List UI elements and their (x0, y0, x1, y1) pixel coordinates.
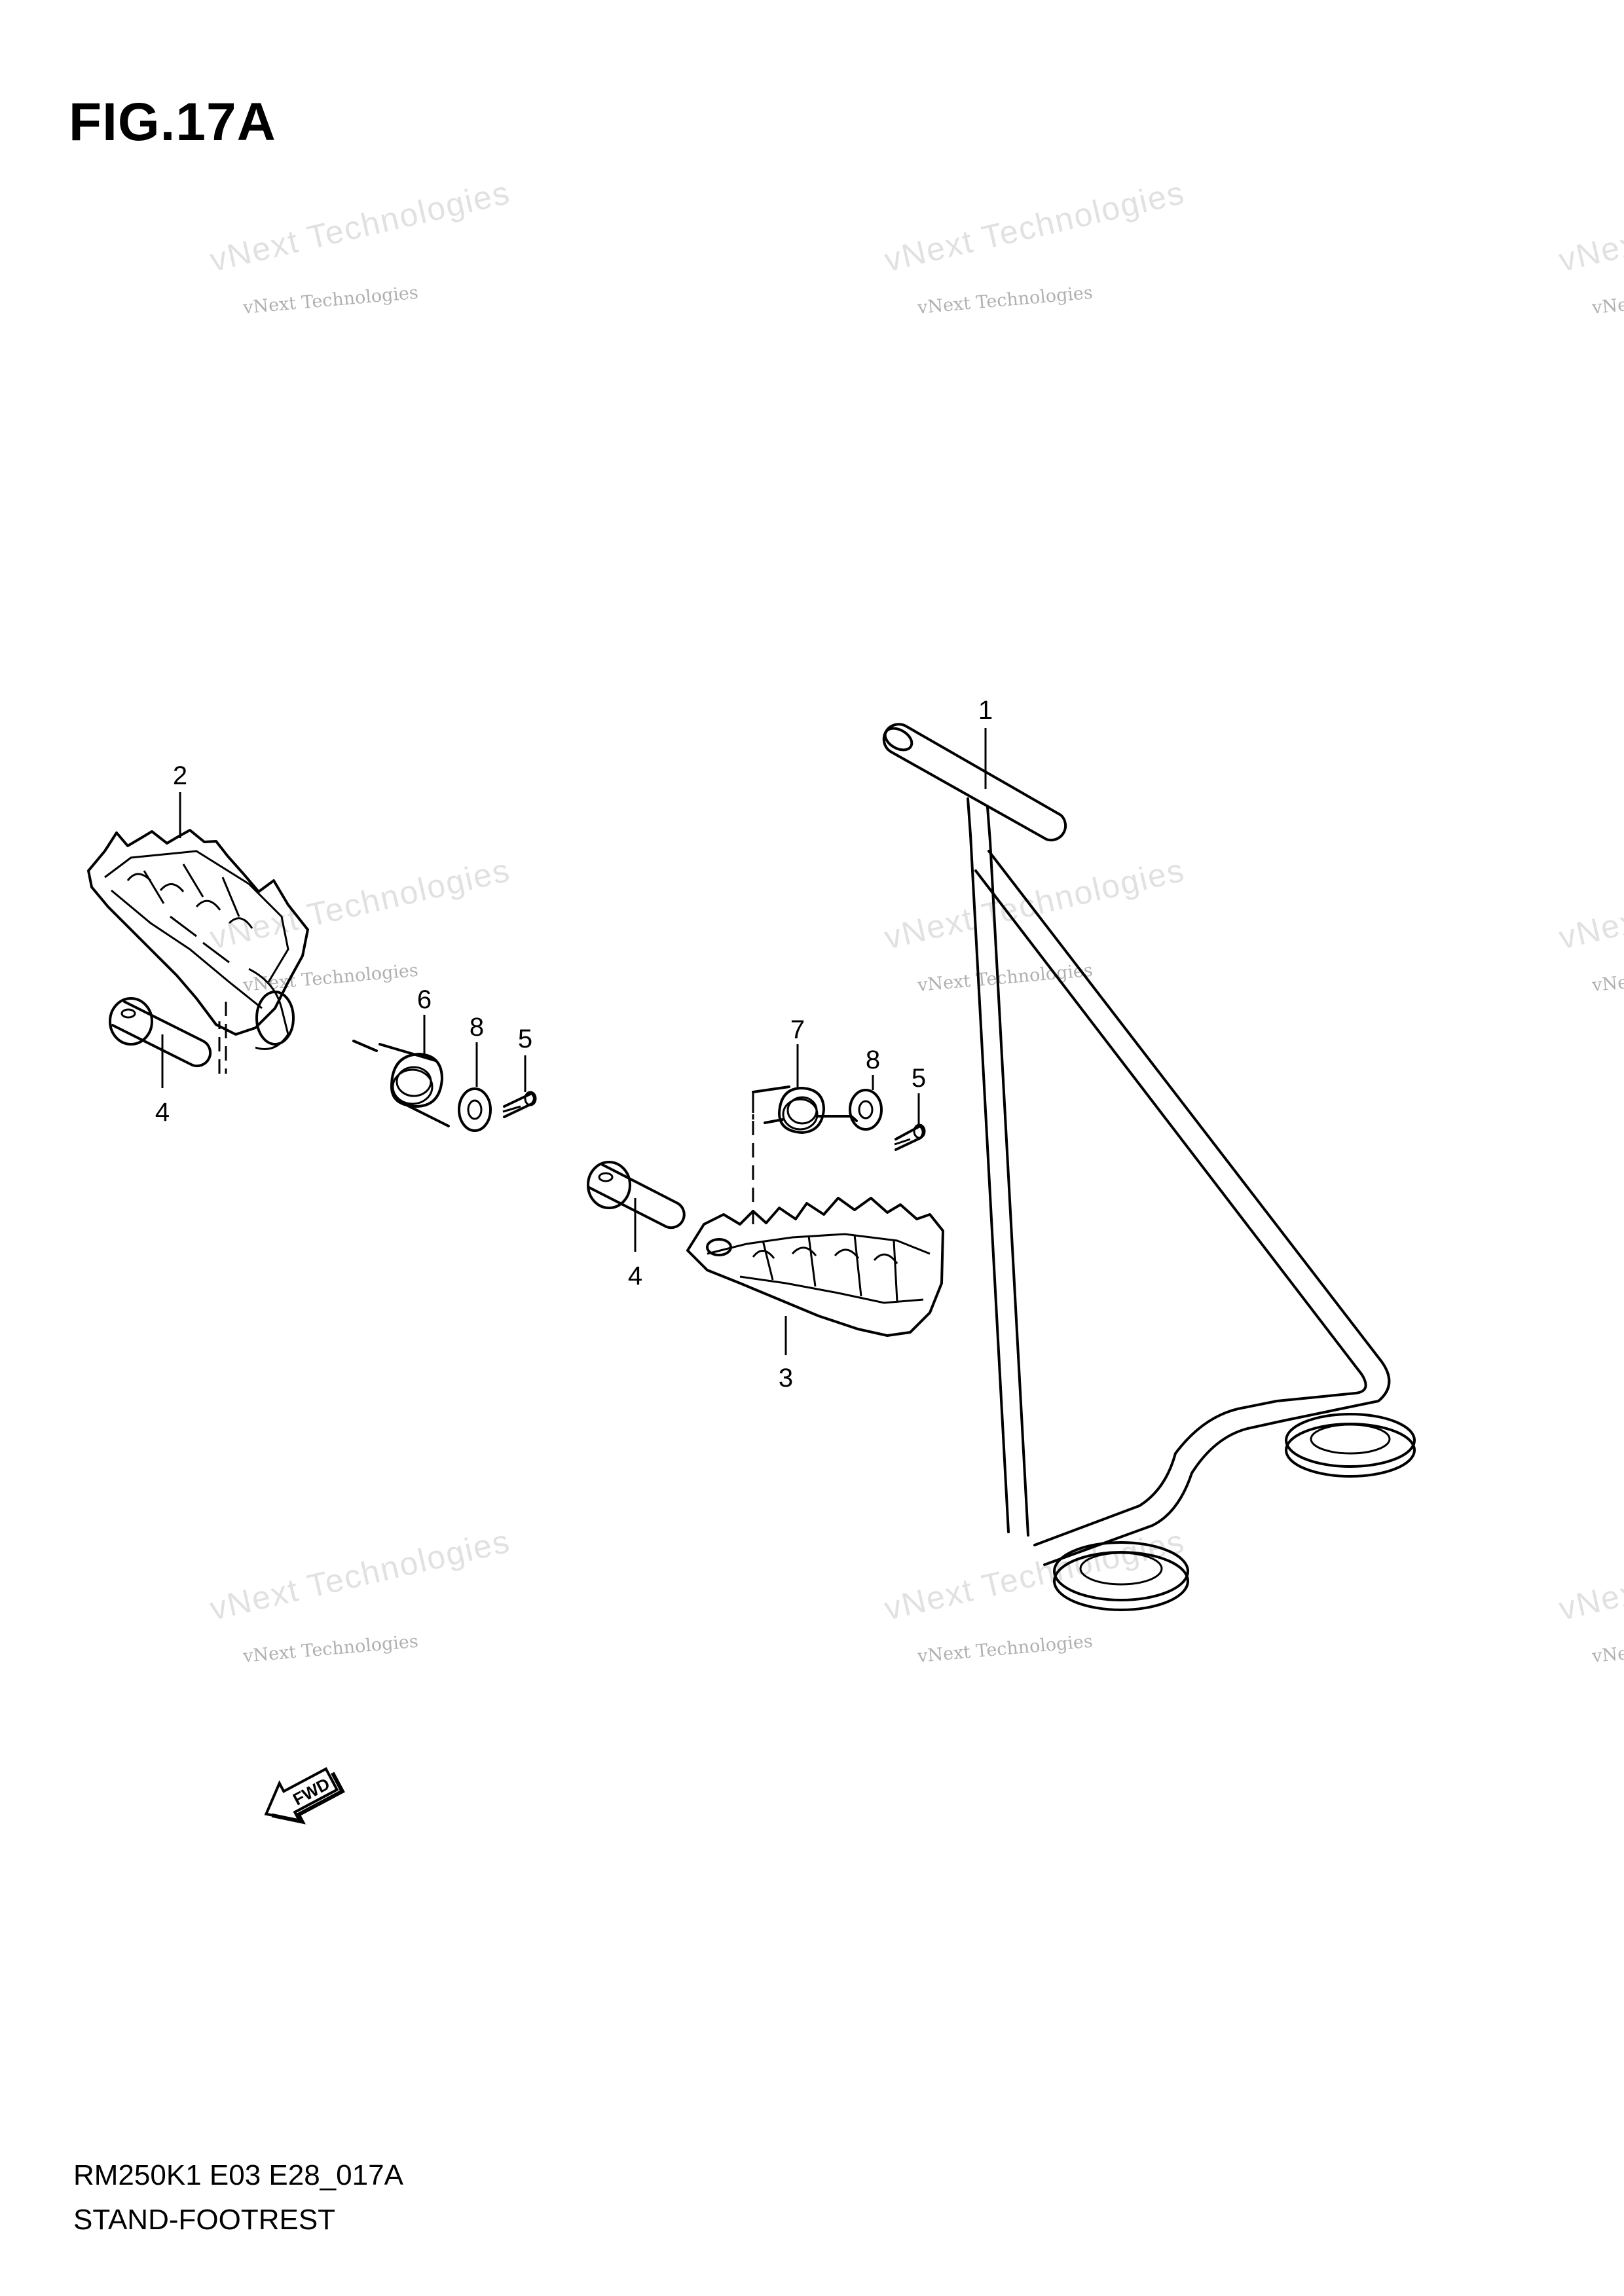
model-code: RM250K1 E03 E28_017A (73, 2159, 403, 2191)
callout-2: 2 (173, 761, 187, 790)
stand-part (882, 723, 1416, 1611)
callout-8-right: 8 (866, 1046, 880, 1074)
washer-part-left (458, 1087, 492, 1132)
cotter-pin-part-left (502, 1091, 537, 1118)
footrest-left-part (87, 829, 309, 1074)
callout-8-left: 8 (470, 1013, 484, 1042)
section-name: STAND-FOOTREST (73, 2204, 336, 2236)
callout-5-left: 5 (518, 1025, 532, 1053)
pin-part-right (587, 1161, 686, 1230)
pin-part-left (109, 997, 212, 1068)
washer-part-right (849, 1089, 883, 1131)
callout-5-right: 5 (912, 1064, 926, 1093)
callout-1: 1 (978, 696, 993, 725)
figure-title: FIG.17A (69, 92, 276, 152)
footrest-right-part (686, 1106, 944, 1337)
callout-4-left: 4 (155, 1098, 170, 1127)
spring-right-part (752, 1085, 858, 1134)
callout-7: 7 (790, 1015, 805, 1044)
callout-4-right: 4 (628, 1262, 642, 1290)
leader-lines (161, 728, 987, 1355)
spring-left-part (352, 1040, 450, 1127)
callout-3: 3 (779, 1364, 793, 1393)
callout-6: 6 (417, 985, 432, 1014)
fwd-arrow-icon: FWD (264, 1767, 345, 1825)
cotter-pin-part-right (894, 1123, 926, 1151)
